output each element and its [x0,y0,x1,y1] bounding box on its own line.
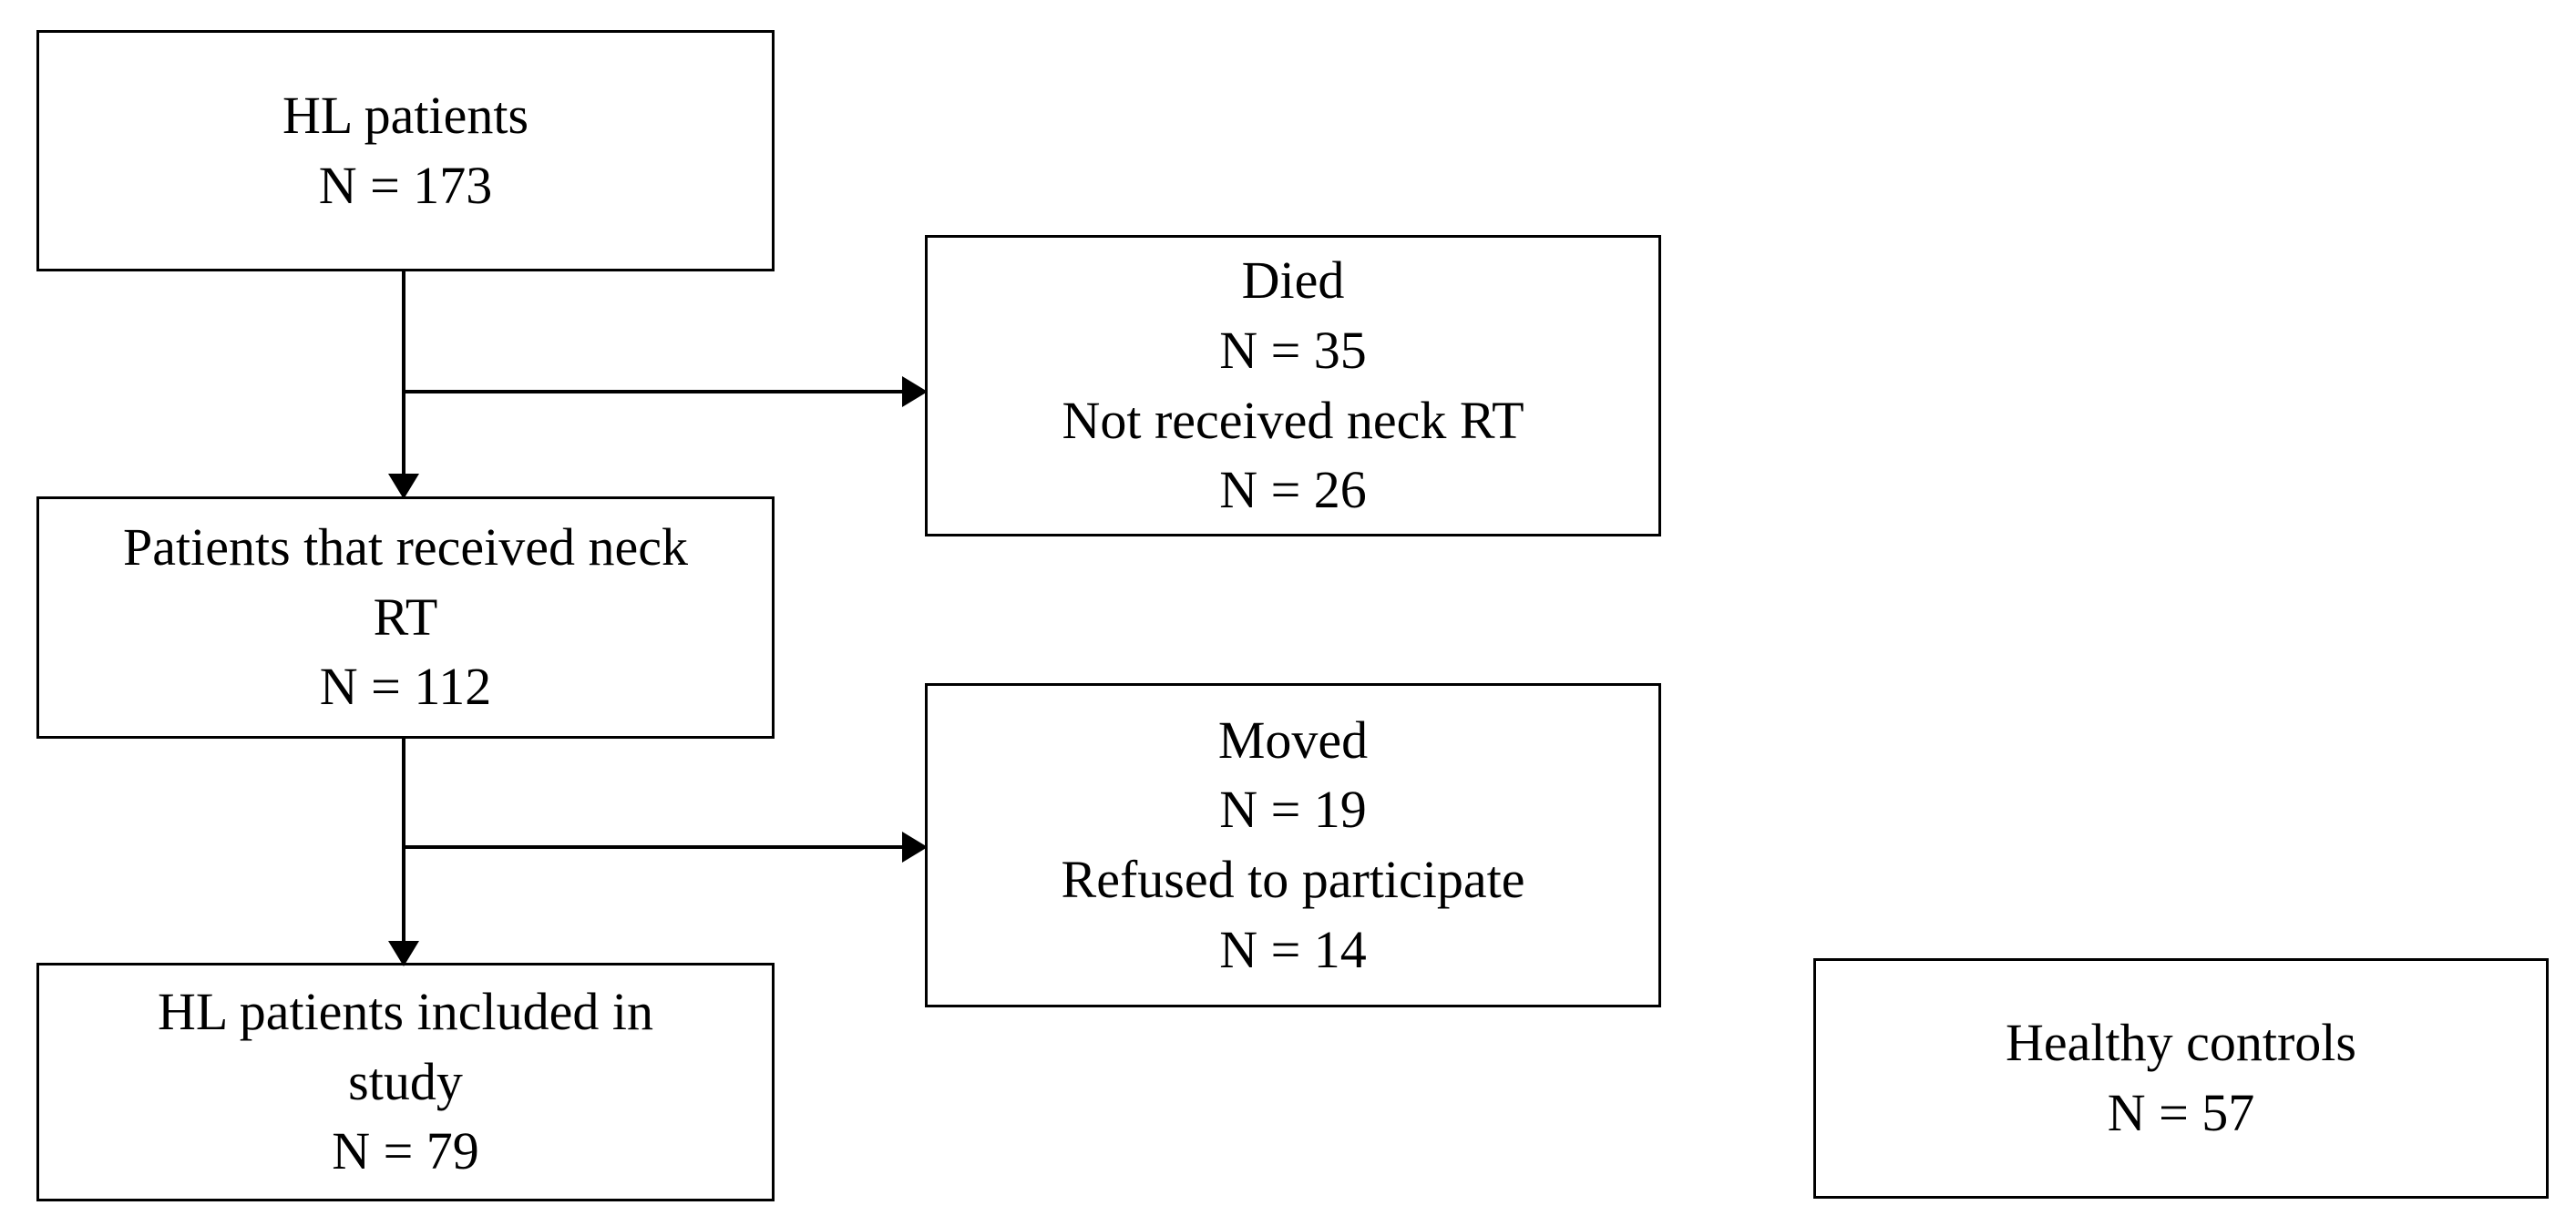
box-healthy-controls: Healthy controls N = 57 [1813,958,2549,1199]
arrowhead-right-icon-moved [902,832,928,863]
box-received-neck-rt: Patients that received neck RT N = 112 [36,496,775,739]
box-healthy-controls-line-1: Healthy controls [2006,1013,2356,1073]
box-died-exclusions: Died N = 35 Not received neck RT N = 26 [925,235,1661,536]
arrowhead-down-icon-included [388,941,419,966]
arrowhead-right-icon-died [902,376,928,407]
box-included-line-2: study [348,1051,463,1111]
box-included-line-1: HL patients included in [158,982,653,1042]
box-healthy-controls-line-2: N = 57 [2107,1083,2255,1142]
box-received-rt-line-3: N = 112 [319,657,492,717]
box-moved-exclusions: Moved N = 19 Refused to participate N = … [925,683,1661,1007]
box-hl-patients-included: HL patients included in study N = 79 [36,963,775,1201]
box-included-line-3: N = 79 [332,1121,479,1181]
box-received-rt-line-1: Patients that received neck [122,517,689,577]
box-died-line-3: Not received neck RT [1062,390,1524,450]
box-hl-patients-line-2: N = 173 [318,155,493,215]
arrowhead-down-icon-received-rt [388,474,419,499]
connector-hl-patients-to-died [404,390,921,393]
box-received-rt-line-2: RT [373,587,438,647]
box-died-line-4: N = 26 [1219,460,1367,520]
box-died-line-2: N = 35 [1219,320,1367,380]
connector-hl-patients-to-received-rt [402,271,405,483]
box-moved-line-4: N = 14 [1219,919,1367,979]
box-hl-patients: HL patients N = 173 [36,30,775,271]
box-moved-line-1: Moved [1217,710,1369,770]
box-moved-line-3: Refused to participate [1061,850,1525,909]
connector-received-rt-to-included [402,739,405,950]
box-moved-line-2: N = 19 [1219,780,1367,840]
box-died-line-1: Died [1241,250,1345,311]
connector-received-rt-to-moved [404,845,921,849]
box-hl-patients-line-1: HL patients [282,85,529,145]
